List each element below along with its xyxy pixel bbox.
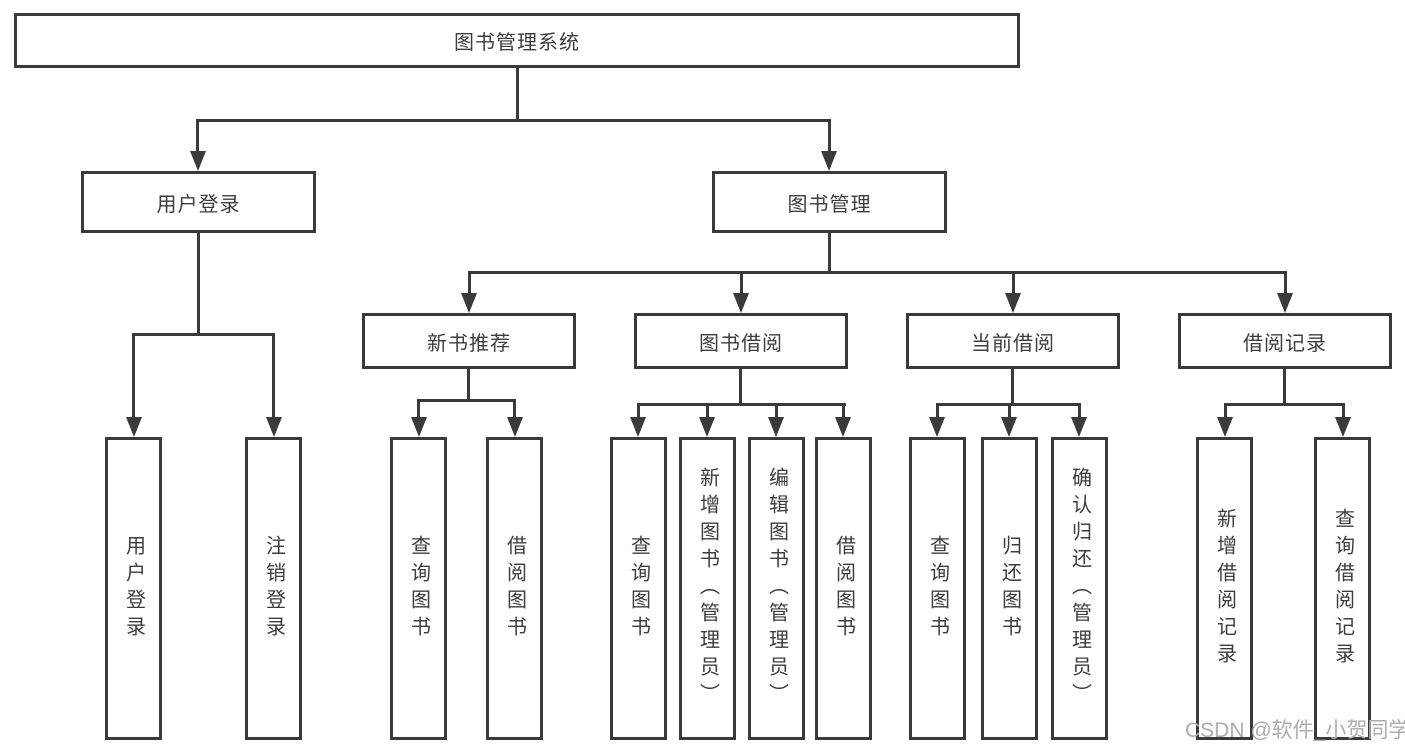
connector-book-borrow-rail (637, 403, 846, 406)
node-library-system: 图书管理系统 (14, 13, 1020, 68)
node-user-login: 用户登录 (81, 171, 316, 233)
connector-drop-leaf (132, 333, 135, 419)
node-label: 新增借阅记录 (1213, 507, 1236, 670)
arrow-down-icon (1217, 417, 1233, 437)
leaf-query-books-borrow: 查询图书 (610, 437, 667, 740)
arrow-down-icon (1335, 417, 1351, 437)
arrow-down-icon (821, 151, 837, 171)
connector-drop-section (740, 271, 743, 295)
connector-drop-section (468, 271, 471, 295)
node-label: 查询图书 (627, 534, 650, 643)
connector-drop-leaf (417, 399, 420, 421)
arrow-down-icon (768, 417, 784, 437)
node-label: 借阅记录 (1243, 332, 1327, 355)
connector-drop-leaf (513, 399, 516, 421)
connector-new-book-stem (467, 369, 470, 402)
arrow-down-icon (126, 417, 142, 437)
arrow-down-icon (1001, 417, 1017, 437)
connector-root-stem (516, 68, 519, 122)
arrow-down-icon (461, 293, 477, 313)
node-label: 当前借阅 (971, 332, 1055, 355)
connector-drop-section (1284, 271, 1287, 295)
arrow-down-icon (699, 417, 715, 437)
node-label: 图书管理 (787, 193, 872, 216)
connector-drop-user-login (196, 119, 199, 153)
connector-drop-leaf (1224, 403, 1227, 421)
node-label: 确认归还（管理员） (1068, 467, 1091, 710)
connector-user-login-rail (132, 333, 275, 336)
connector-drop-leaf (936, 403, 939, 421)
node-label: 注销登录 (262, 534, 285, 643)
node-book-management: 图书管理 (712, 171, 947, 233)
arrow-down-icon (1277, 293, 1293, 313)
arrow-down-icon (630, 417, 646, 437)
node-new-book-recommend: 新书推荐 (362, 313, 576, 369)
connector-user-login-stem (197, 233, 200, 336)
connector-new-book-rail (417, 399, 516, 402)
connector-drop-leaf (1008, 403, 1011, 421)
connector-borrow-records-stem (1283, 369, 1286, 406)
node-label: 归还图书 (998, 534, 1021, 643)
connector-drop-leaf (637, 403, 640, 421)
connector-current-borrow-stem (1011, 369, 1014, 406)
arrow-down-icon (266, 417, 282, 437)
leaf-confirm-return-admin: 确认归还（管理员） (1051, 437, 1108, 740)
leaf-logout: 注销登录 (245, 437, 302, 740)
csdn-watermark: CSDN @软件_小贺同学 (1185, 719, 1405, 742)
node-borrow-records: 借阅记录 (1178, 313, 1392, 369)
connector-borrow-records-rail (1224, 403, 1345, 406)
arrow-down-icon (1071, 417, 1087, 437)
node-label: 新增图书（管理员） (696, 467, 719, 710)
leaf-user-login: 用户登录 (105, 437, 162, 740)
node-label: 查询借阅记录 (1331, 507, 1354, 670)
connector-drop-leaf (272, 333, 275, 419)
connector-drop-leaf (1342, 403, 1345, 421)
arrow-down-icon (411, 417, 427, 437)
arrow-down-icon (507, 417, 523, 437)
node-label: 借阅图书 (503, 534, 526, 643)
leaf-borrow-books-recommend: 借阅图书 (486, 437, 543, 740)
arrow-down-icon (835, 417, 851, 437)
leaf-add-borrow-record: 新增借阅记录 (1196, 437, 1253, 740)
connector-book-borrow-stem (739, 369, 742, 406)
arrow-down-icon (190, 151, 206, 171)
connector-drop-section (1012, 271, 1015, 295)
node-label: 图书借阅 (699, 332, 783, 355)
node-book-borrow: 图书借阅 (634, 313, 848, 369)
leaf-query-borrow-record: 查询借阅记录 (1314, 437, 1371, 740)
node-label: 借阅图书 (832, 534, 855, 643)
leaf-edit-books-admin: 编辑图书（管理员） (748, 437, 805, 740)
connector-book-mgmt-stem (828, 233, 831, 274)
connector-drop-leaf (775, 403, 778, 421)
connector-drop-leaf (1078, 403, 1081, 421)
connector-root-rail (197, 119, 831, 122)
node-label: 用户登录 (156, 193, 241, 216)
leaf-query-books-current: 查询图书 (909, 437, 966, 740)
connector-drop-leaf (706, 403, 709, 421)
leaf-borrow-books: 借阅图书 (815, 437, 872, 740)
leaf-add-books-admin: 新增图书（管理员） (679, 437, 736, 740)
connector-book-mgmt-rail (468, 271, 1287, 274)
connector-drop-leaf (842, 403, 845, 421)
arrow-down-icon (1005, 293, 1021, 313)
node-label: 用户登录 (122, 534, 145, 643)
arrow-down-icon (929, 417, 945, 437)
leaf-return-books: 归还图书 (981, 437, 1038, 740)
node-current-borrow: 当前借阅 (906, 313, 1120, 369)
leaf-query-books-recommend: 查询图书 (390, 437, 447, 740)
node-label: 新书推荐 (427, 332, 511, 355)
node-label: 图书管理系统 (454, 32, 580, 54)
connector-drop-book-management (828, 119, 831, 153)
arrow-down-icon (733, 293, 749, 313)
node-label: 查询图书 (407, 534, 430, 643)
node-label: 查询图书 (926, 534, 949, 643)
node-label: 编辑图书（管理员） (765, 467, 788, 710)
